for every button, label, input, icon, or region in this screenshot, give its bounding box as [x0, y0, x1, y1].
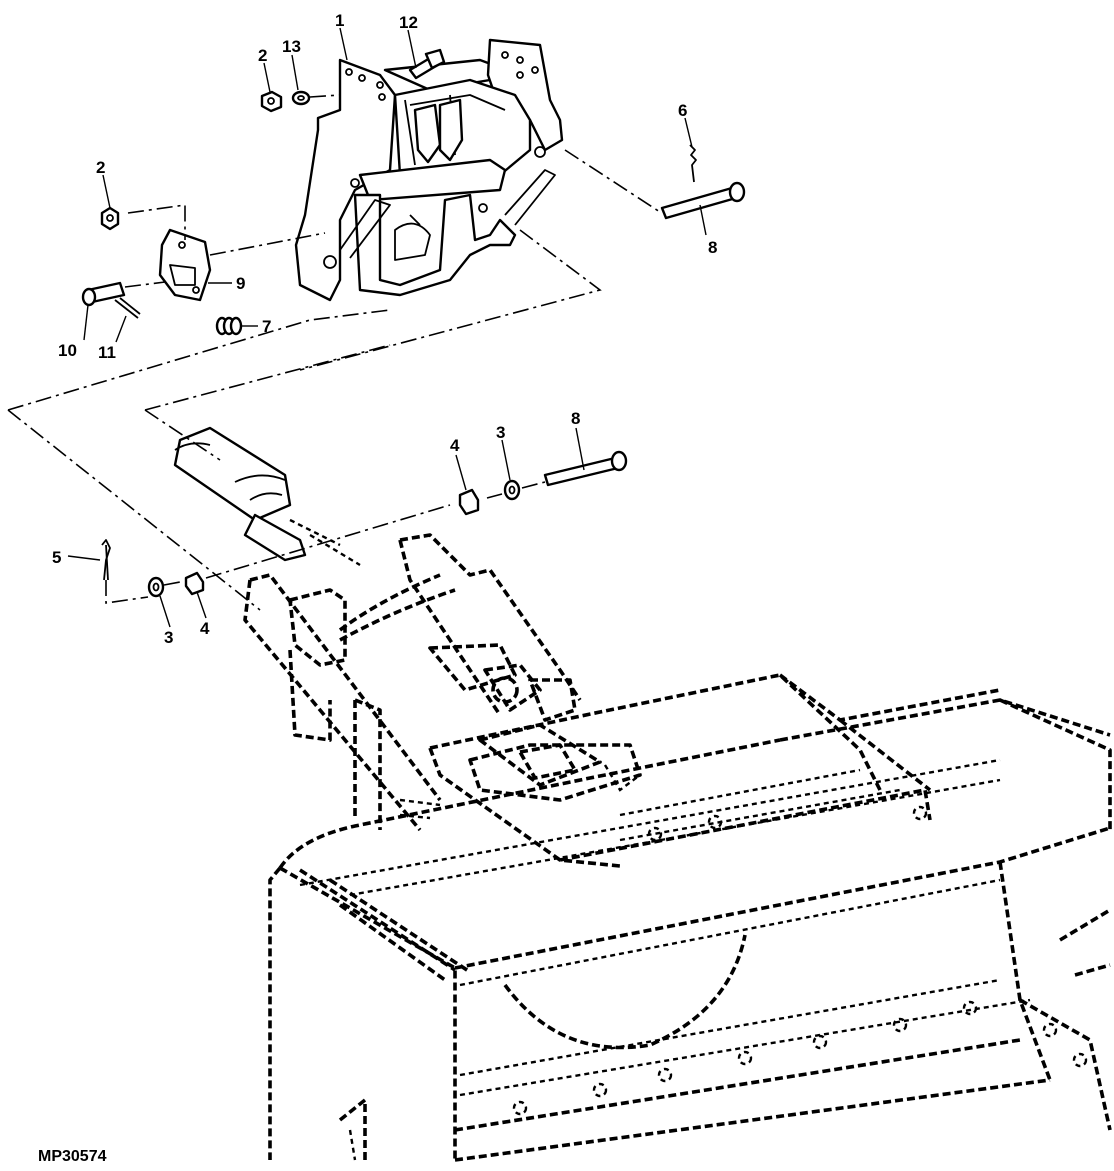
- washer-part-3-left: [147, 576, 165, 598]
- hitch-bracket-assembly: [294, 38, 564, 302]
- nut-part-2-upper: [260, 90, 283, 113]
- bushing-part-4-left: [184, 571, 205, 596]
- callout-11: 11: [98, 343, 116, 362]
- washer-part-3-right: [503, 479, 521, 501]
- bushing-part-4-right: [458, 488, 480, 516]
- callout-4: 4: [450, 436, 460, 455]
- spring-part-7: [215, 316, 243, 336]
- callout-5: 5: [52, 548, 61, 567]
- callout-2: 2: [96, 158, 105, 177]
- cotter-pin-part-5: [101, 539, 111, 581]
- washer-part-13: [291, 90, 311, 106]
- callout-6: 6: [678, 101, 687, 120]
- nut-part-2-lower: [100, 206, 120, 231]
- callout-13: 13: [282, 37, 301, 56]
- phantom-hitch-frame: [243, 518, 1112, 1162]
- callout-8: 8: [708, 238, 717, 257]
- callout-labels: 1 12 2 13 2 9 7 10 11 6 8 8 4 3 5 3 4: [52, 11, 717, 647]
- callout-1: 1: [335, 11, 344, 30]
- hydraulic-cylinder: [173, 426, 307, 562]
- bolt-part-12: [408, 48, 446, 80]
- pin-part-8-upper: [660, 181, 746, 220]
- latch-bracket-part-9: [158, 228, 212, 302]
- callout-12: 12: [399, 13, 418, 32]
- callout-7: 7: [262, 317, 271, 336]
- callout-3: 3: [164, 628, 173, 647]
- callout-8: 8: [571, 409, 580, 428]
- callout-leaders: [67, 27, 707, 628]
- callout-10: 10: [58, 341, 77, 360]
- assembly-centerlines: [7, 94, 661, 611]
- cotter-pin-part-6: [689, 144, 697, 183]
- callout-9: 9: [236, 274, 245, 293]
- pin-part-10: [81, 281, 126, 307]
- cotter-pin-part-11: [114, 297, 141, 319]
- callout-4: 4: [200, 619, 210, 638]
- callout-2: 2: [258, 46, 267, 65]
- callout-3: 3: [496, 423, 505, 442]
- pin-part-8-lower: [543, 450, 628, 487]
- figure-id: MP30574: [38, 1148, 107, 1165]
